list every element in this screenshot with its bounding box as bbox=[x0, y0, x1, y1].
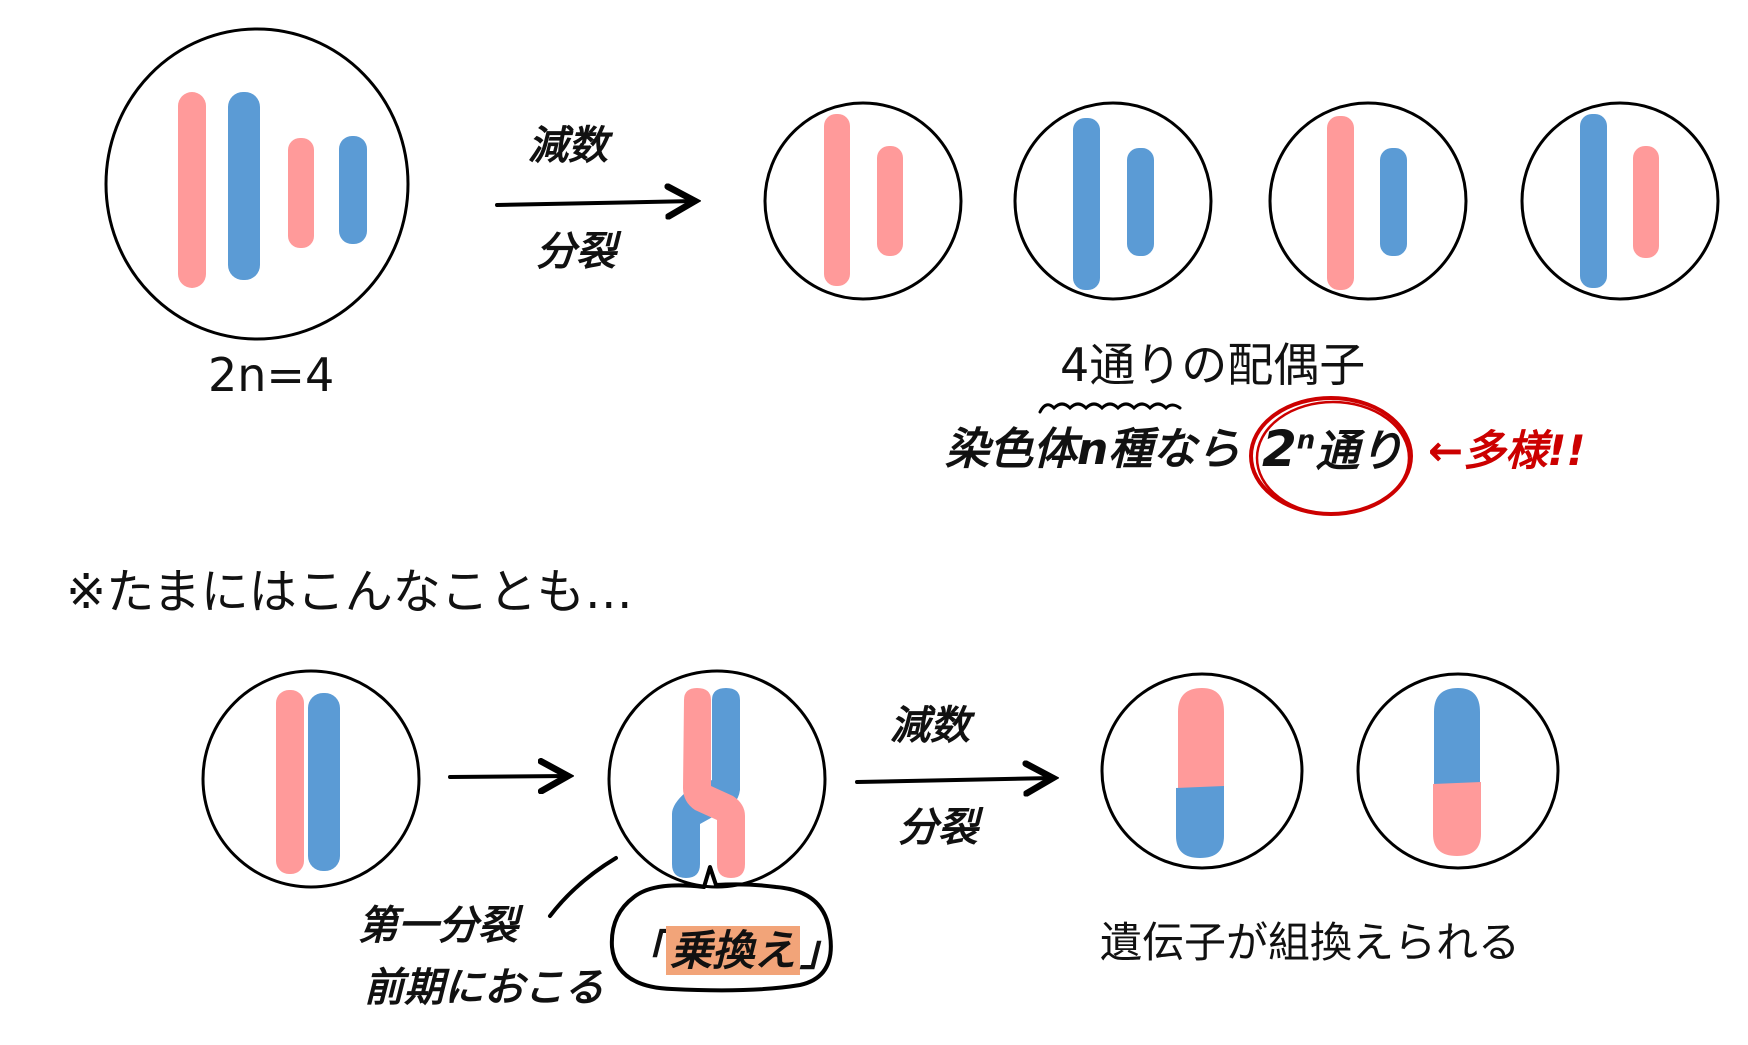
crossing-over-cell bbox=[607, 669, 827, 889]
meiosis-arrow-top bbox=[495, 201, 695, 205]
annotation-pointer-line bbox=[548, 856, 618, 918]
rule-base: 2 bbox=[1262, 420, 1297, 478]
chromosome-blue-short bbox=[339, 136, 367, 244]
meiosis-arrow-bottom bbox=[855, 778, 1053, 782]
gamete-cell-4 bbox=[1520, 101, 1720, 301]
gamete-cell-2 bbox=[1013, 101, 1213, 301]
arrow-bottom-label-above: 減数 bbox=[890, 703, 970, 749]
rule-exponent: n bbox=[1296, 425, 1316, 456]
crossing-over-term: 乗換え bbox=[666, 926, 801, 975]
diversity-note: ←多様!! bbox=[1428, 426, 1586, 475]
gamete-cell-1 bbox=[763, 101, 963, 301]
recombination-caption: 遺伝子が組換えられる bbox=[1100, 918, 1521, 967]
parent-cell bbox=[104, 27, 410, 341]
bubble-label: 「乗換え」 bbox=[624, 926, 843, 975]
homolog-pair-cell bbox=[201, 669, 421, 889]
arrow-bottom-label-below: 分裂 bbox=[898, 805, 978, 851]
pairing-arrow bbox=[448, 776, 568, 777]
chromosome-pink-long bbox=[178, 92, 206, 288]
bottom-heading: ※たまにはこんなことも… bbox=[66, 564, 633, 620]
arrow-top-label-below: 分裂 bbox=[536, 229, 616, 275]
red-circle-highlight bbox=[1249, 396, 1413, 516]
annotation-line-1: 第一分裂 bbox=[358, 903, 518, 949]
annotation-line-2: 前期におこる bbox=[364, 965, 604, 1011]
rule-circled-text: 2n通り bbox=[1262, 424, 1403, 474]
wavy-underline bbox=[1038, 402, 1182, 414]
arrow-top-label-above: 減数 bbox=[528, 123, 608, 169]
gamete-cell-3 bbox=[1268, 101, 1468, 301]
chromosome-blue-long bbox=[228, 92, 260, 280]
rule-suffix: 通り bbox=[1315, 426, 1404, 477]
speech-bubble bbox=[609, 865, 833, 993]
rule-prefix: 染色体n種なら bbox=[945, 424, 1241, 475]
parent-cell-label: 2n=4 bbox=[208, 348, 335, 402]
chromosome-pink-short bbox=[288, 138, 314, 248]
recombinant-gamete-1 bbox=[1100, 672, 1304, 870]
recombinant-gamete-2 bbox=[1356, 672, 1560, 870]
gamete-caption: 4通りの配偶子 bbox=[1060, 338, 1366, 392]
